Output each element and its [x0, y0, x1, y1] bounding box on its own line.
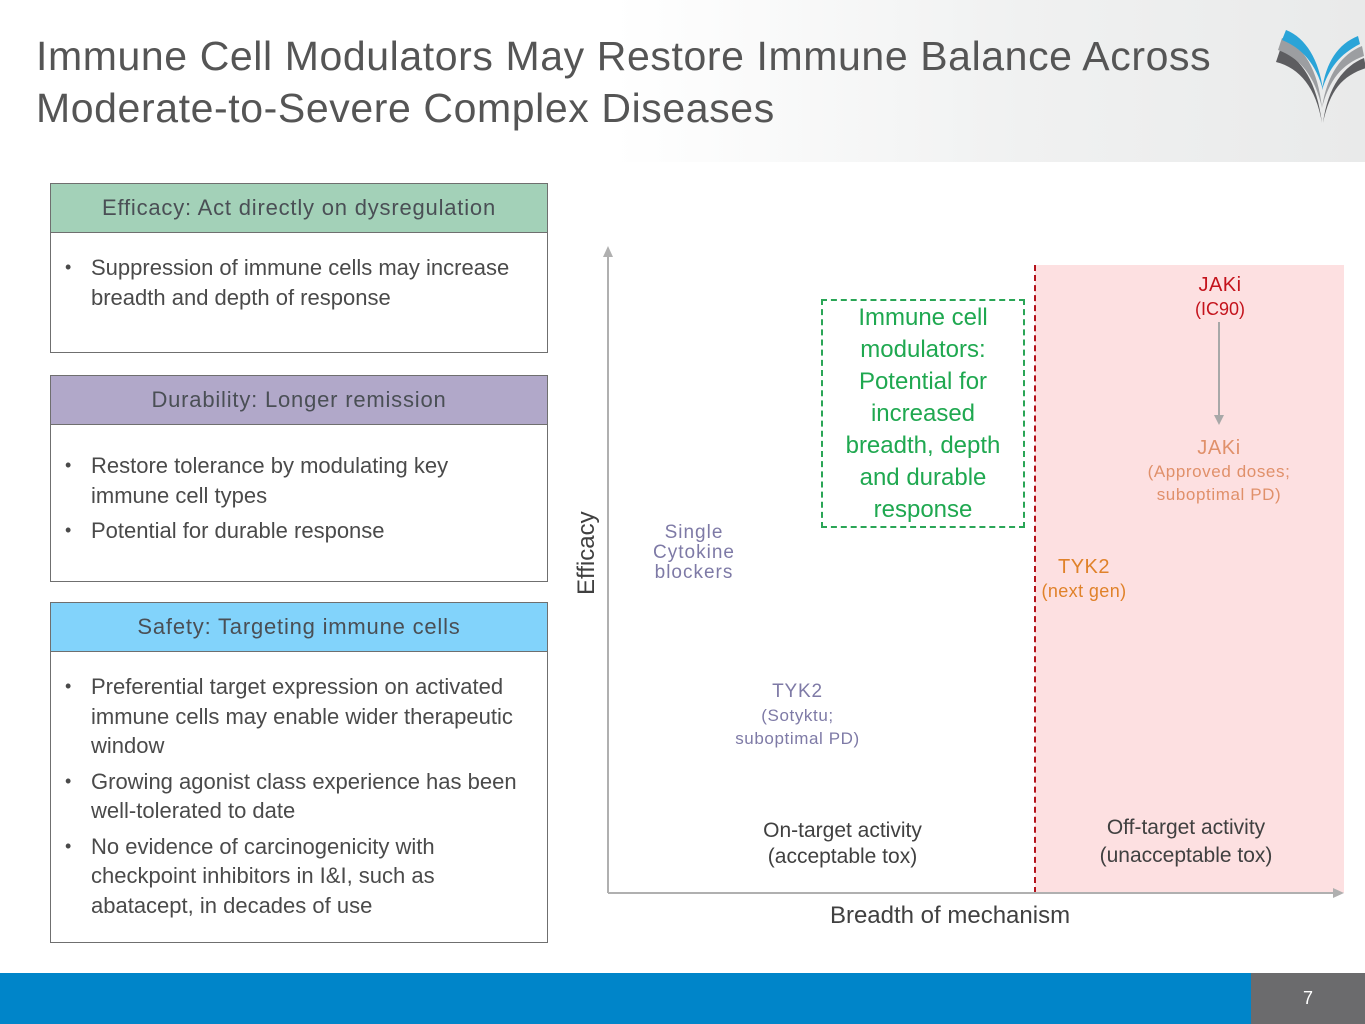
axes [603, 246, 1344, 898]
jaki-approved-doses-label: JAKi (Approved doses; suboptimal PD) [1128, 436, 1310, 506]
label-name: JAKi [1198, 274, 1242, 296]
tyk2-sotyktu-label: TYK2 (Sotyktu; suboptimal PD) [710, 680, 885, 750]
bullet-icon: • [65, 676, 72, 696]
safety-panel: Safety: Targeting immune cells • Preferen… [50, 602, 548, 943]
page-number: 7 [1302, 988, 1313, 1008]
efficacy-panel: Efficacy: Act directly on dysregulation … [50, 183, 548, 353]
y-axis-label: Efficacy [573, 511, 600, 595]
label-sub: (Approved doses; [1147, 462, 1291, 481]
jaki-ic90-label: JAKi (IC90) [1170, 273, 1270, 321]
label-sub: suboptimal PD) [1156, 485, 1282, 504]
bullet-icon: • [65, 257, 72, 277]
bullet-text: Suppression of immune cells may increase… [91, 255, 510, 310]
immune-cell-modulators-text: Immune cell modulators: Potential for in… [845, 303, 1001, 523]
safety-panel-header: Safety: Targeting immune cells [51, 603, 547, 652]
label-line: Cytokine [653, 542, 735, 563]
efficacy-panel-title: Efficacy: Act directly on dysregulation [102, 195, 496, 220]
label-line: Off-target activity [1106, 816, 1266, 839]
bullet-text: Preferential target expression on activa… [91, 674, 513, 758]
label-line: (acceptable tox) [767, 845, 918, 868]
safety-panel-body: • Preferential target expression on activ… [51, 652, 547, 936]
page-number-box: 7 [1251, 973, 1365, 1024]
label-sub: (next gen) [1041, 581, 1127, 601]
header-background [0, 0, 1365, 162]
bullet-item: • Preferential target expression on activ… [65, 672, 531, 761]
on-target-activity-label: On-target activity (acceptable tox) [730, 818, 955, 870]
label-sub: suboptimal PD) [735, 729, 860, 748]
bullet-text: Restore tolerance by modulating key immu… [91, 453, 449, 508]
bullet-text: No evidence of carcinogenicity with chec… [91, 833, 435, 918]
single-cytokine-blockers-label: Single Cytokine blockers [632, 523, 756, 583]
bullet-item: • Potential for durable response [65, 516, 531, 546]
bullet-icon: • [65, 520, 72, 540]
efficacy-breadth-diagram: Efficacy Breadth of mechanism Immune cel… [560, 230, 1365, 950]
v-wing-logo-icon [1276, 30, 1365, 123]
bullet-icon: • [65, 455, 72, 475]
durability-panel-title: Durability: Longer remission [151, 387, 447, 412]
bullet-icon: • [65, 770, 72, 791]
bullet-item: • Suppression of immune cells may increas… [65, 253, 531, 312]
x-axis-arrow-icon [1333, 888, 1344, 898]
label-sub: (IC90) [1194, 299, 1245, 319]
tyk2-next-gen-label: TYK2 (next gen) [1034, 555, 1134, 603]
footer-bar [0, 973, 1251, 1024]
slide-title: Immune Cell Modulators May Restore Immun… [36, 33, 1212, 131]
bullet-icon: • [65, 835, 72, 856]
bullet-item: • Growing agonist class experience has be… [65, 767, 531, 826]
label-line: On-target activity [763, 819, 922, 842]
label-sub: (Sotyktu; [761, 706, 834, 725]
bullet-text: Potential for durable response [91, 518, 385, 543]
label-name: JAKi [1197, 437, 1241, 459]
label-name: TYK2 [1057, 556, 1111, 578]
durability-panel-body: • Restore tolerance by modulating key imm… [51, 425, 547, 562]
label-line: (unacceptable tox) [1099, 844, 1273, 867]
immune-cell-modulators-box: Immune cell modulators: Potential for in… [821, 299, 1025, 528]
efficacy-panel-header: Efficacy: Act directly on dysregulation [51, 184, 547, 233]
label-line: blockers [654, 562, 734, 583]
efficacy-panel-body: • Suppression of immune cells may increas… [51, 233, 547, 328]
off-target-zone [1035, 265, 1344, 893]
bullet-item: • No evidence of carcinogenicity with che… [65, 832, 531, 921]
y-axis-arrow-icon [603, 246, 613, 257]
label-line: Single [664, 522, 724, 543]
durability-panel: Durability: Longer remission • Restore to… [50, 375, 548, 582]
jaki-downshift-arrow-icon [1214, 415, 1224, 425]
safety-panel-title: Safety: Targeting immune cells [137, 614, 461, 639]
durability-panel-header: Durability: Longer remission [51, 376, 547, 425]
off-target-activity-label: Off-target activity (unacceptable tox) [1075, 814, 1297, 870]
x-axis-label: Breadth of mechanism [829, 902, 1071, 929]
bullet-text: Growing agonist class experience has bee… [91, 768, 517, 824]
bullet-item: • Restore tolerance by modulating key imm… [65, 451, 531, 510]
tox-boundary-line [1034, 265, 1036, 893]
label-name: TYK2 [772, 681, 823, 702]
